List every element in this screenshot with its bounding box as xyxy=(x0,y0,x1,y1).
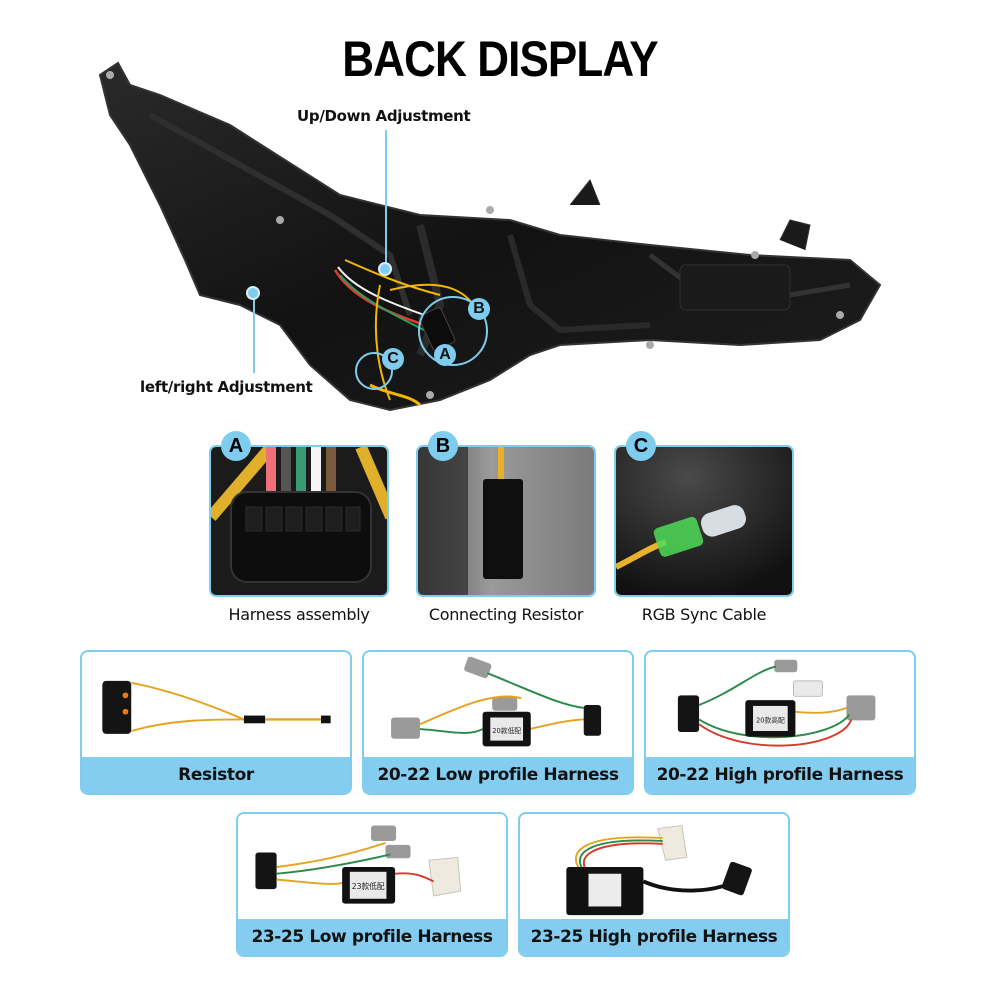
detail-card-harness-assembly: A Harness assembly xyxy=(209,431,389,624)
product-card-23-25-high[interactable]: 23-25 High profile Harness xyxy=(518,812,790,957)
marker-ring-ab xyxy=(418,296,488,366)
product-label-23-25-low: 23-25 Low profile Harness xyxy=(238,919,506,955)
detail-card-connecting-resistor: B Connecting Resistor xyxy=(416,431,596,624)
marker-b-badge[interactable]: B xyxy=(468,298,490,320)
marker-ring-c xyxy=(355,352,393,390)
product-card-20-22-high[interactable]: 20款高配 20-22 High profile Harness xyxy=(644,650,916,795)
module-sticker-text: 20款低配 xyxy=(492,726,521,735)
page-title: BACK DISPLAY xyxy=(342,31,658,87)
detail-caption-b: Connecting Resistor xyxy=(428,605,584,624)
headlamp-housing-illustration xyxy=(98,61,882,412)
left-right-adjuster-marker[interactable] xyxy=(246,286,260,300)
detail-badge-c: C xyxy=(626,431,656,461)
detail-badge-b: B xyxy=(428,431,458,461)
left-right-adjustment-label: left/right Adjustment xyxy=(140,378,313,396)
detail-badge-a: A xyxy=(221,431,251,461)
product-card-20-22-low[interactable]: 20款低配 20-22 Low profile Harness xyxy=(362,650,634,795)
up-down-leader-line xyxy=(385,130,387,265)
product-label-resistor: Resistor xyxy=(82,757,350,793)
harness-23-25-high-image xyxy=(520,814,788,919)
up-down-adjustment-label: Up/Down Adjustment xyxy=(297,107,471,125)
product-card-23-25-low[interactable]: 23款低配 23-25 Low profile Harness xyxy=(236,812,508,957)
resistor-connector-photo xyxy=(416,445,596,597)
harness-20-22-high-image: 20款高配 xyxy=(646,652,914,757)
marker-c-badge[interactable]: C xyxy=(382,348,404,370)
harness-connector-photo xyxy=(209,445,389,597)
resistor-image xyxy=(82,652,350,757)
product-card-resistor[interactable]: Resistor xyxy=(80,650,352,795)
product-label-20-22-low: 20-22 Low profile Harness xyxy=(364,757,632,793)
marker-a-badge[interactable]: A xyxy=(434,344,456,366)
detail-caption-a: Harness assembly xyxy=(228,605,370,624)
left-right-leader-line xyxy=(253,298,255,373)
rgb-sync-cable-photo xyxy=(614,445,794,597)
harness-20-22-low-image: 20款低配 xyxy=(364,652,632,757)
module-sticker-text: 20款高配 xyxy=(756,715,785,724)
product-label-20-22-high: 20-22 High profile Harness xyxy=(646,757,914,793)
harness-23-25-low-image: 23款低配 xyxy=(238,814,506,919)
module-sticker-text: 23款低配 xyxy=(352,881,385,891)
up-down-adjuster-marker[interactable] xyxy=(378,262,392,276)
product-label-23-25-high: 23-25 High profile Harness xyxy=(520,919,788,955)
headlamp-back-image xyxy=(90,55,890,425)
detail-card-rgb-sync-cable: C RGB Sync Cable xyxy=(614,431,794,624)
detail-caption-c: RGB Sync Cable xyxy=(641,605,767,624)
